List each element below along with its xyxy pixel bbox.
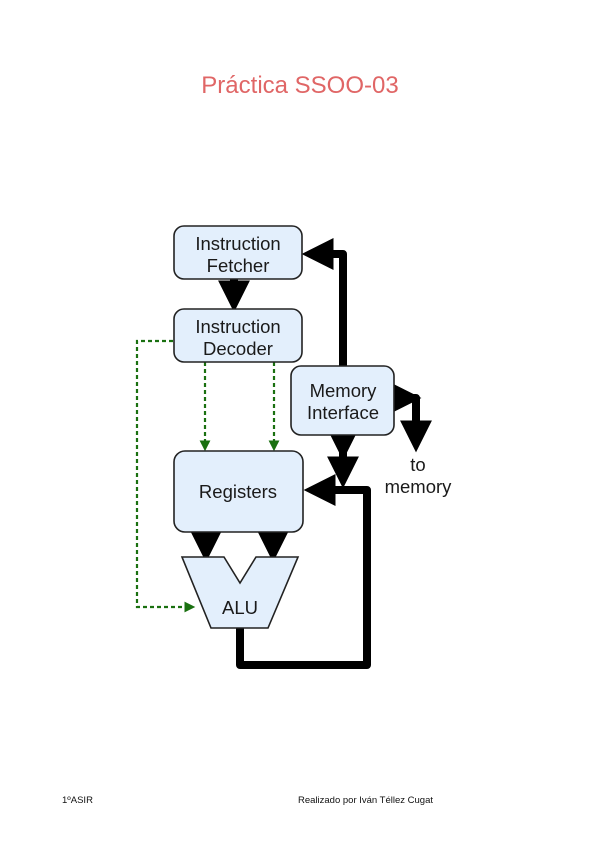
memory-interface-label-line1: Memory bbox=[310, 380, 378, 401]
alu-block: ALU bbox=[180, 556, 300, 629]
control-line-decoder-to-alu bbox=[135, 339, 196, 613]
registers-block: Registers bbox=[173, 450, 304, 533]
to-memory-label-line1: to bbox=[410, 454, 425, 475]
footer-author: Realizado por Iván Téllez Cugat bbox=[298, 795, 434, 806]
instruction-fetcher-label-line1: Instruction bbox=[195, 233, 280, 254]
instruction-fetcher-block: Instruction Fetcher bbox=[173, 225, 303, 280]
memory-interface-label-line2: Interface bbox=[307, 402, 379, 423]
alu-label: ALU bbox=[222, 597, 258, 618]
memory-interface-block: Memory Interface bbox=[290, 365, 395, 436]
arrow-memory-interface-to-fetcher bbox=[301, 238, 347, 366]
registers-label: Registers bbox=[199, 481, 277, 502]
instruction-decoder-block: Instruction Decoder bbox=[173, 308, 303, 363]
page-title: Práctica SSOO-03 bbox=[201, 72, 399, 99]
instruction-decoder-label-line2: Decoder bbox=[203, 338, 273, 359]
instruction-decoder-label-line1: Instruction bbox=[195, 316, 280, 337]
arrow-memory-interface-to-memory bbox=[389, 382, 432, 453]
arrow-alu-to-registers-loop bbox=[236, 474, 371, 669]
footer-course: 1ºASIR bbox=[62, 795, 93, 806]
to-memory-label-line2: memory bbox=[385, 476, 453, 497]
instruction-fetcher-label-line2: Fetcher bbox=[207, 255, 270, 276]
